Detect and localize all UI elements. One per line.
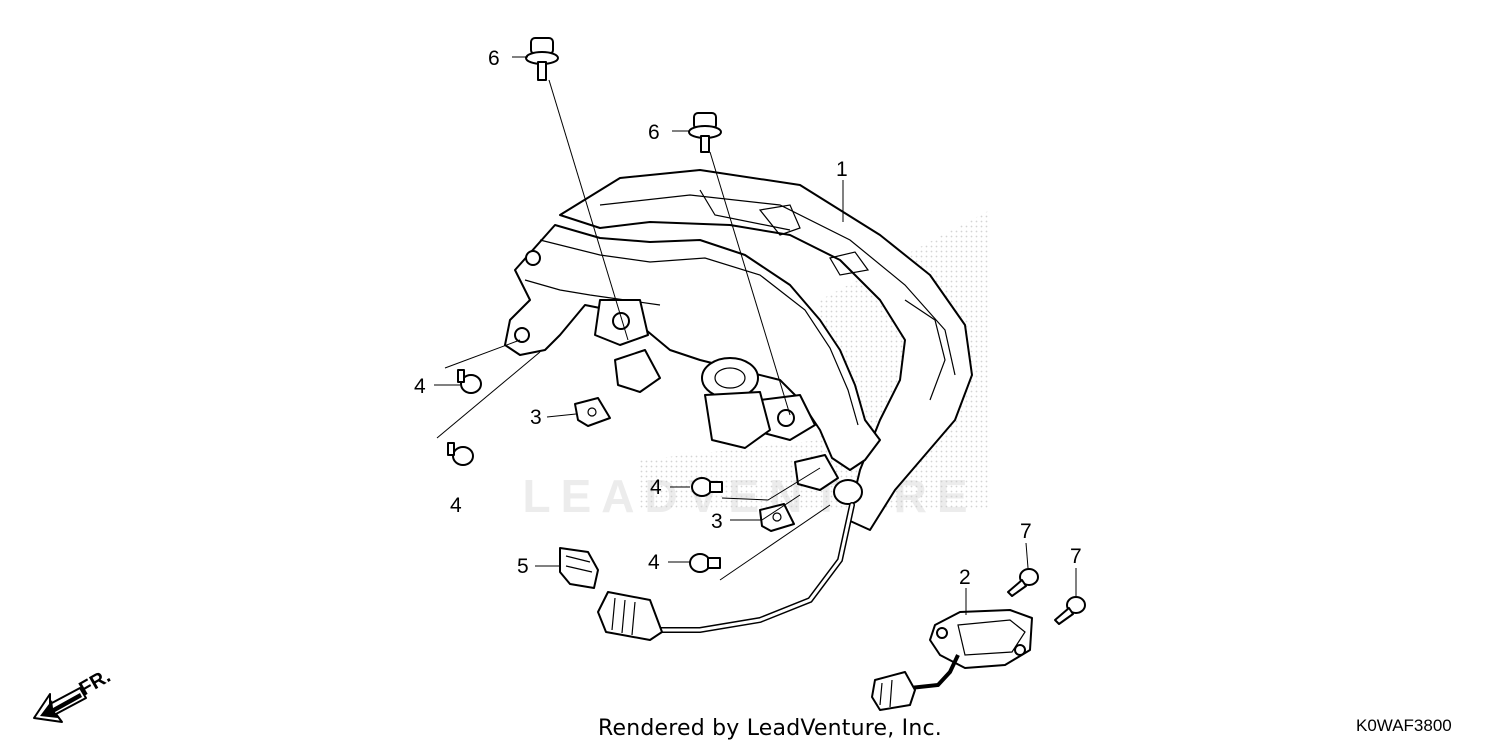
callout-2: 2 (959, 566, 971, 589)
clip-nut-3b[interactable] (759, 503, 795, 532)
callout-4d: 4 (648, 551, 660, 574)
callout-3b: 3 (711, 510, 723, 533)
callout-6b: 6 (648, 121, 660, 144)
screw-4c[interactable] (691, 477, 723, 497)
screw-4a[interactable] (457, 369, 482, 394)
license-light[interactable] (871, 609, 1033, 711)
render-credit: Rendered by LeadVenture, Inc. (598, 716, 942, 741)
screw-4b[interactable] (447, 442, 474, 466)
front-direction-arrow-icon (33, 687, 87, 723)
leader-lines (434, 56, 1077, 615)
callout-6a: 6 (488, 47, 500, 70)
diagram-code: K0WAF3800 (1356, 716, 1452, 735)
tapping-screw-7a[interactable] (1007, 568, 1039, 597)
callout-5: 5 (517, 555, 529, 578)
clip-nut-3a[interactable] (574, 397, 611, 427)
tail-light-assembly[interactable] (504, 169, 973, 531)
tapping-screw-7b[interactable] (1054, 596, 1086, 625)
harness-connector[interactable] (597, 591, 663, 641)
callout-4c: 4 (650, 476, 662, 499)
callout-3a: 3 (530, 406, 542, 429)
callout-7b: 7 (1070, 545, 1082, 568)
wire-harness (657, 502, 855, 633)
callout-1: 1 (836, 158, 848, 181)
flange-bolt-6b[interactable] (688, 112, 722, 153)
flange-bolt-6a[interactable] (525, 37, 559, 81)
screw-4d[interactable] (689, 553, 721, 573)
connector-holder[interactable] (559, 547, 599, 589)
callout-4a: 4 (414, 375, 426, 398)
callout-7a: 7 (1020, 520, 1032, 543)
callout-4b: 4 (450, 494, 462, 517)
